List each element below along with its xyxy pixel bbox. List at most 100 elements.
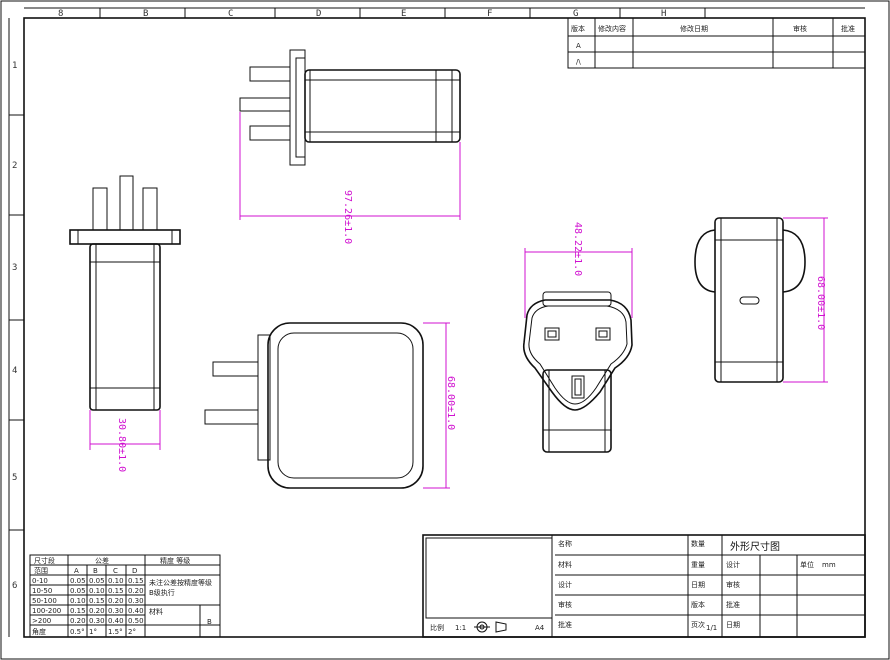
table-cell: 0.15	[70, 607, 86, 615]
table-cell: 50-100	[32, 597, 57, 605]
dimension-label: 48.22±1.0	[572, 222, 583, 276]
side-zone-strip: 1 2 3 4 5 6	[8, 18, 24, 637]
tolerance-col-header: A	[74, 567, 79, 575]
table-cell: 0.10	[89, 587, 105, 595]
table-cell: 0.30	[89, 617, 105, 625]
table-cell: 100-200	[32, 607, 61, 615]
table-cell: 10-50	[32, 587, 52, 595]
dimension-side-width: 30.80±1.0	[89, 410, 161, 472]
zone-label: 8	[58, 9, 63, 19]
dimension-back-height: 68.00±1.0	[783, 217, 828, 383]
front-view	[204, 322, 424, 489]
zone-label: 6	[12, 581, 17, 591]
revision-header: 修改内容	[598, 24, 626, 33]
table-cell: 0-10	[32, 577, 48, 585]
drawing-title: 外形尺寸图	[730, 540, 780, 553]
table-cell: >200	[32, 617, 51, 625]
top-view	[239, 49, 461, 166]
zone-label: D	[316, 9, 321, 19]
table-cell: 0.10	[70, 597, 86, 605]
title-block-label: 版本	[691, 600, 705, 609]
zone-label: 2	[12, 161, 17, 171]
page-value: 1/1	[706, 624, 717, 632]
title-block-label: 重量	[691, 561, 705, 569]
title-block-label: 审核	[726, 580, 740, 589]
table-row: >200 0.20 0.30 0.40 0.50	[32, 617, 144, 625]
table-cell: 1°	[89, 628, 97, 636]
table-row: 100-200 0.15 0.20 0.30 0.40	[32, 607, 144, 615]
title-block-label: 数量	[691, 539, 705, 548]
tolerance-col-header: C	[113, 567, 118, 575]
table-cell: 0.05	[89, 577, 105, 585]
revision-mark: A	[576, 42, 581, 50]
tolerance-title: 精度 等级	[160, 556, 190, 565]
revision-mark: /\	[576, 58, 581, 66]
table-row: 10-50 0.05 0.10 0.15 0.20	[32, 587, 144, 595]
material-label: 材料	[149, 607, 163, 616]
dimension-front-height: 68.00±1.0	[423, 322, 456, 489]
table-cell: 0.20	[128, 587, 144, 595]
revision-header: 批准	[841, 24, 855, 33]
tolerance-col-header: D	[132, 567, 137, 575]
table-cell: 0.15	[108, 587, 124, 595]
back-view	[694, 217, 806, 383]
zone-label: 5	[12, 473, 17, 483]
table-cell: 0.20	[108, 597, 124, 605]
dimension-top-length: 97.26±1.0	[239, 112, 461, 244]
zone-label: E	[401, 9, 406, 19]
table-cell: 0.15	[128, 577, 144, 585]
plug-face-view	[522, 291, 633, 453]
tolerance-note: 未注公差按精度等级	[149, 578, 212, 587]
projection-symbol-icon	[474, 621, 507, 633]
table-cell: 2°	[128, 628, 136, 636]
revision-header: 审核	[793, 24, 807, 33]
title-block-label: 日期	[691, 581, 705, 589]
title-block-label: 日期	[726, 621, 740, 629]
table-row: 角度 0.5° 1° 1.5° 2°	[32, 627, 136, 636]
zone-label: F	[487, 9, 492, 19]
table-row: 50-100 0.10 0.15 0.20 0.30	[32, 597, 144, 605]
table-cell: 0.30	[128, 597, 144, 605]
dimension-plug-width: 48.22±1.0	[524, 222, 633, 318]
table-cell: 0.05	[70, 577, 86, 585]
table-row: 0-10 0.05 0.05 0.10 0.15	[32, 577, 144, 585]
logo-box	[425, 537, 553, 619]
tolerance-col-header: B	[93, 567, 98, 575]
grade-value: B	[207, 618, 212, 626]
zone-label: G	[573, 9, 578, 19]
title-block-label: 批准	[726, 600, 740, 609]
zone-label: H	[661, 9, 666, 19]
title-block-label: 名称	[558, 539, 572, 548]
title-block-label: 设计	[726, 560, 740, 569]
title-block-label: 页次	[691, 620, 705, 629]
scale-value: 1:1	[455, 624, 466, 632]
title-block-label: 审核	[558, 600, 572, 609]
revision-block: 版本 修改内容 修改日期 审核 批准 A /\	[567, 17, 866, 69]
dimension-label: 68.00±1.0	[445, 376, 456, 430]
unit-value: mm	[822, 561, 836, 569]
tolerance-note: B级执行	[149, 588, 175, 597]
table-cell: 0.05	[70, 587, 86, 595]
title-block-label: 设计	[558, 580, 572, 589]
title-block: 比例 1:1 A4 名称 材料 设计 审核 批准 数量 重量 日期 版本 页次 …	[422, 534, 866, 638]
revision-header: 修改日期	[680, 24, 708, 33]
unit-label: 单位	[800, 560, 814, 569]
table-cell: 0.15	[89, 597, 105, 605]
dimension-label: 97.26±1.0	[342, 190, 353, 244]
scale-label: 比例	[430, 623, 444, 632]
table-cell: 0.20	[89, 607, 105, 615]
tolerance-table: 尺寸段 公差 精度 等级 范围 A B C D 0-10 0.05 0.05 0…	[29, 554, 221, 638]
title-block-label: 材料	[558, 560, 572, 569]
dimension-label: 30.80±1.0	[116, 418, 127, 472]
tolerance-col-header: 范围	[34, 566, 48, 575]
tolerance-title: 公差	[95, 556, 109, 565]
zone-label: 3	[12, 263, 17, 273]
zone-label: C	[228, 9, 233, 19]
dimension-label: 68.00±1.0	[815, 276, 826, 330]
zone-label: B	[143, 9, 148, 19]
table-cell: 角度	[32, 627, 46, 636]
usb-c-port	[739, 296, 760, 305]
table-cell: 0.30	[108, 607, 124, 615]
